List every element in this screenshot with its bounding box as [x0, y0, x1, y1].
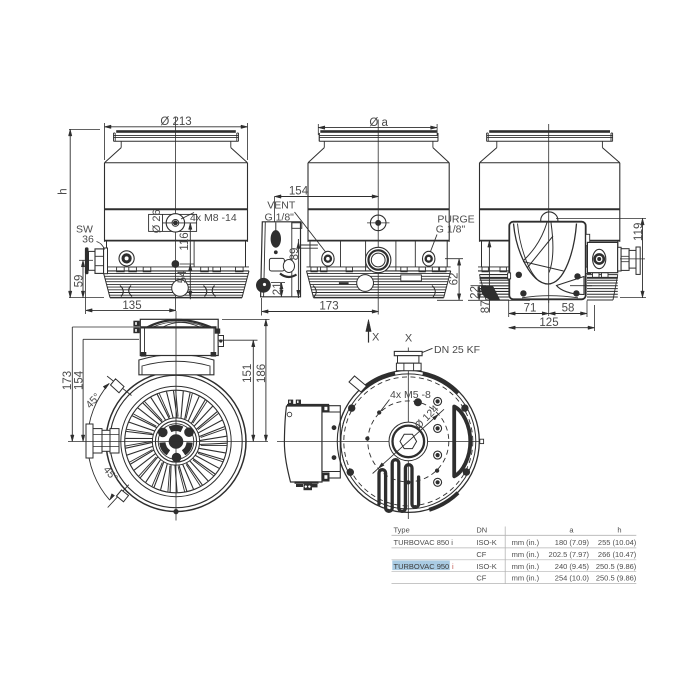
svg-text:186: 186 — [256, 364, 268, 383]
svg-text:154: 154 — [289, 186, 309, 198]
svg-text:DN: DN — [476, 525, 487, 534]
svg-text:119: 119 — [633, 223, 645, 241]
svg-text:Type: Type — [394, 525, 410, 534]
svg-text:173: 173 — [319, 301, 338, 313]
svg-text:62: 62 — [449, 273, 461, 286]
svg-text:SW: SW — [76, 224, 93, 236]
svg-text:54: 54 — [177, 270, 189, 283]
svg-text:173: 173 — [62, 371, 74, 390]
svg-text:Ø a: Ø a — [369, 117, 388, 129]
svg-text:G 1/8": G 1/8" — [264, 211, 294, 223]
svg-text:mm (in.): mm (in.) — [512, 562, 540, 571]
svg-text:PURGE: PURGE — [437, 214, 474, 226]
svg-text:i: i — [452, 562, 454, 571]
svg-text:250.5 (9.86): 250.5 (9.86) — [596, 574, 637, 583]
svg-text:mm (in.): mm (in.) — [512, 538, 540, 547]
svg-text:h: h — [617, 525, 621, 534]
svg-text:CF: CF — [476, 550, 486, 559]
svg-text:250.5 (9.86): 250.5 (9.86) — [596, 562, 637, 571]
svg-text:255 (10.04): 255 (10.04) — [598, 538, 637, 547]
svg-text:Ø 213: Ø 213 — [160, 116, 191, 128]
svg-text:DN 25 KF: DN 25 KF — [434, 344, 480, 356]
svg-text:89: 89 — [289, 248, 301, 261]
svg-text:87: 87 — [480, 300, 492, 313]
svg-text:154: 154 — [73, 370, 85, 390]
svg-text:116: 116 — [179, 232, 191, 250]
svg-text:71: 71 — [524, 303, 537, 315]
svg-text:ISO-K: ISO-K — [476, 538, 496, 547]
svg-text:202.5 (7.97): 202.5 (7.97) — [549, 550, 590, 559]
svg-text:X: X — [372, 332, 380, 344]
svg-text:a: a — [569, 525, 574, 534]
svg-text:180 (7.09): 180 (7.09) — [555, 538, 590, 547]
svg-text:240 (9.45): 240 (9.45) — [555, 562, 590, 571]
svg-text:ISO-K: ISO-K — [476, 562, 496, 571]
svg-text:266 (10.47): 266 (10.47) — [598, 550, 637, 559]
svg-text:59: 59 — [73, 275, 85, 288]
svg-text:22: 22 — [470, 286, 482, 299]
svg-text:G 1/8": G 1/8" — [436, 224, 466, 236]
svg-text:254 (10.0): 254 (10.0) — [555, 574, 590, 583]
svg-text:mm (in.): mm (in.) — [512, 550, 540, 559]
svg-text:Ø 26: Ø 26 — [151, 209, 163, 233]
svg-text:CF: CF — [476, 574, 486, 583]
svg-text:TURBOVAC 850 i: TURBOVAC 850 i — [394, 538, 454, 547]
svg-text:4x M8 -14: 4x M8 -14 — [190, 212, 237, 224]
svg-text:X: X — [405, 332, 413, 344]
svg-text:VENT: VENT — [267, 199, 296, 211]
svg-text:21: 21 — [272, 282, 284, 295]
svg-text:4x M5 -8: 4x M5 -8 — [390, 389, 431, 401]
svg-text:h: h — [58, 188, 70, 194]
svg-text:58: 58 — [562, 303, 575, 315]
svg-text:36: 36 — [82, 233, 94, 245]
svg-text:151: 151 — [242, 364, 254, 383]
svg-text:135: 135 — [122, 300, 141, 312]
svg-text:125: 125 — [539, 317, 558, 329]
svg-text:mm (in.): mm (in.) — [512, 574, 540, 583]
svg-text:TURBOVAC 950: TURBOVAC 950 — [394, 562, 450, 571]
